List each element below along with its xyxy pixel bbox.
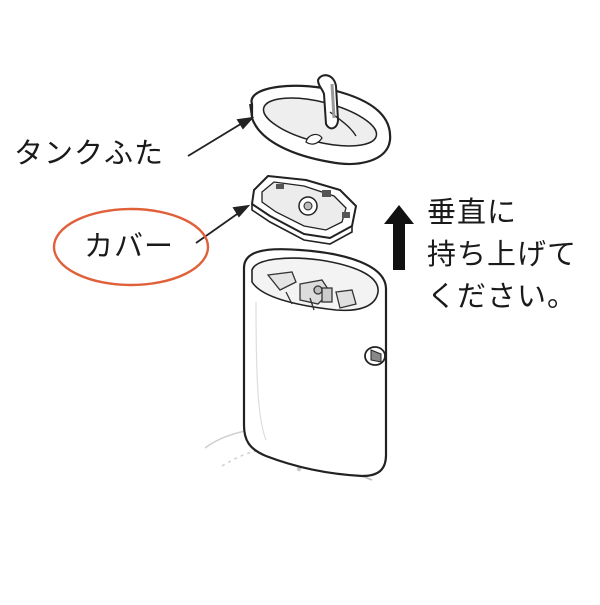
tank-inner-mechanism: [266, 271, 357, 311]
instruction-line-2: 持ち上げて: [427, 237, 578, 271]
faucet-icon: [316, 74, 357, 137]
cover-highlight-ellipse: [52, 207, 210, 287]
up-arrow-icon: [384, 205, 414, 270]
tank-lid-label: タンクふた: [14, 136, 165, 170]
tank-lid: [249, 74, 392, 166]
cover-leader-line: [195, 211, 241, 244]
lid-leader-arrowhead: [236, 116, 255, 130]
cover-part: [251, 175, 357, 245]
cover-label: カバー: [84, 229, 175, 263]
instruction-line-3: ください。: [427, 279, 578, 313]
tank-body: [242, 248, 388, 478]
instruction-line-1: 垂直に: [427, 195, 518, 229]
cover-leader-arrowhead: [232, 204, 251, 218]
flush-handle: [364, 346, 386, 366]
lid-leader-line: [187, 121, 245, 157]
leader-lines: [187, 116, 255, 244]
